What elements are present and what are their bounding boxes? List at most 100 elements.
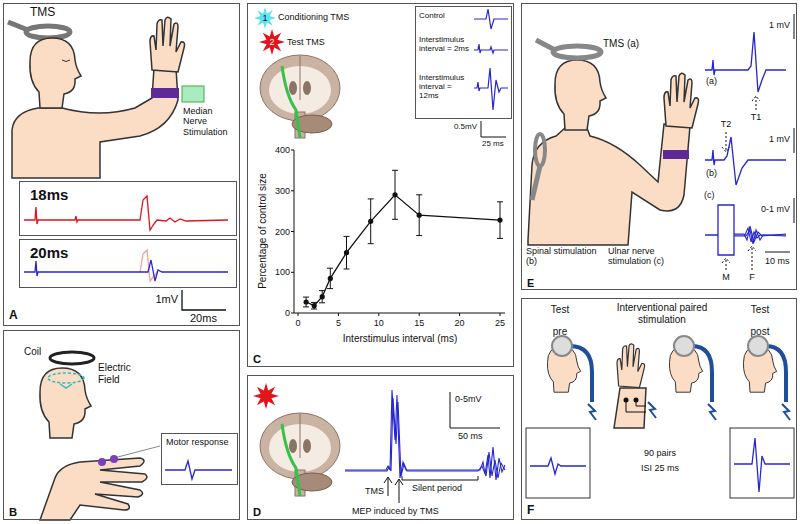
data-point	[312, 303, 317, 308]
device-label: Spinal stimulation (b)	[526, 246, 598, 267]
panel-letter: A	[9, 309, 18, 323]
figure-panel: B Motor response	[3, 330, 240, 520]
stimulation-label: Median Nerve Stimulation	[183, 106, 238, 137]
panel-letter: F	[527, 504, 534, 518]
brain	[260, 55, 340, 138]
trace-inset: ControlInterstimulus interval = 2msInter…	[415, 6, 512, 119]
mep-trace	[530, 458, 586, 474]
panel-letter: C	[253, 353, 261, 366]
data-point	[497, 218, 502, 223]
trace-caption: 20ms	[30, 244, 68, 261]
latency-arrow	[748, 246, 756, 270]
emg-trace	[345, 390, 505, 480]
stimulus-bolt	[648, 402, 656, 418]
scale-label: 25 ms	[482, 139, 504, 148]
hand	[617, 344, 645, 388]
scale-bar	[182, 290, 226, 310]
hand	[664, 73, 699, 128]
device-label: Coil	[24, 346, 41, 358]
field-arrow	[60, 384, 72, 388]
mep-trace	[734, 438, 790, 492]
axis-tick: 0	[295, 318, 300, 328]
data-point	[328, 276, 333, 281]
field-label: Electric Field	[98, 362, 142, 385]
scale-label: 0-1 mV	[761, 204, 790, 214]
coil-cable	[570, 346, 592, 402]
axis-title: Percentage of control size	[257, 173, 269, 289]
marker-label: MEP induced by TMS	[352, 506, 439, 516]
body-outline	[528, 124, 690, 245]
coil-cable	[766, 346, 786, 402]
latency-label: T2	[721, 119, 732, 129]
scale-label: 1 mV	[769, 134, 790, 144]
emg-trace	[24, 260, 228, 281]
data-point	[344, 250, 349, 255]
axis-tick: 200	[275, 226, 290, 236]
stimulating-electrode	[151, 88, 179, 98]
trace-frame	[526, 428, 590, 498]
trace-label: (c)	[704, 190, 715, 200]
axis-tick: 300	[275, 186, 290, 196]
arrow	[395, 479, 403, 503]
coil-cable	[692, 346, 712, 402]
scale-bar	[481, 121, 506, 137]
hand	[40, 458, 147, 520]
trace-frame	[730, 428, 794, 498]
scale-label: 1mV	[155, 293, 178, 306]
forearm	[614, 388, 646, 428]
scale-bar	[794, 198, 795, 223]
figure-panel: A 18ms 20ms	[3, 3, 240, 326]
trace-box: 20ms	[19, 239, 237, 288]
m-wave	[705, 205, 734, 255]
panel-letter: E	[527, 277, 534, 289]
emg-trace	[165, 461, 232, 479]
scale-bar	[450, 392, 500, 428]
head-group	[40, 368, 91, 438]
recording-electrode	[110, 455, 118, 463]
tms-burst	[253, 383, 279, 409]
data-line	[306, 195, 500, 306]
electrode	[624, 398, 629, 403]
data-point	[392, 192, 397, 197]
axis-tick: 15	[414, 318, 424, 328]
marker-label: TMS	[365, 486, 384, 496]
electric-field	[48, 373, 84, 383]
latency-arrow	[722, 132, 730, 152]
device-label: Ulnar nerve stimulation (c)	[608, 246, 696, 267]
head	[30, 38, 81, 108]
trace-caption: Interstimulus interval = 2ms	[419, 35, 473, 53]
trace-label: (b)	[706, 168, 717, 178]
device-label: TMS (a)	[603, 38, 639, 50]
coil-handle	[532, 166, 540, 200]
stimulus-label: Conditioning TMS	[278, 12, 349, 22]
mep-trace	[705, 32, 786, 92]
stimulating-electrode	[663, 150, 689, 159]
silent-period-bracket	[402, 476, 478, 480]
f-wave	[734, 226, 786, 242]
tms-coil	[748, 336, 768, 356]
closed-eye	[62, 60, 70, 62]
trace-box: Motor response	[161, 433, 238, 485]
data-point	[417, 213, 422, 218]
axis-title: Interstimulus interval (ms)	[343, 333, 457, 345]
scale-bar	[794, 14, 795, 39]
latency-label: T1	[751, 112, 762, 122]
panel-letter: B	[9, 506, 17, 519]
callout-number: 1	[262, 13, 267, 23]
trace-caption: Motor response	[166, 437, 229, 447]
scale-label: 20ms	[190, 312, 217, 325]
stimulus-label: Test TMS	[287, 37, 325, 47]
scale-label: 0.5mV	[454, 122, 477, 131]
stimulator	[182, 86, 204, 102]
protocol-label: 90 pairs	[644, 448, 676, 458]
mep-trace	[474, 9, 508, 29]
trace-box: 18ms	[19, 181, 237, 236]
conditioning-burst	[254, 7, 276, 29]
callout-number: 2	[269, 37, 274, 47]
coil-handle	[536, 40, 555, 50]
marker-label: Silent period	[412, 483, 462, 493]
scale-label: 10 ms	[765, 256, 790, 266]
axis-tick: 25	[495, 318, 505, 328]
data-point	[368, 219, 373, 224]
